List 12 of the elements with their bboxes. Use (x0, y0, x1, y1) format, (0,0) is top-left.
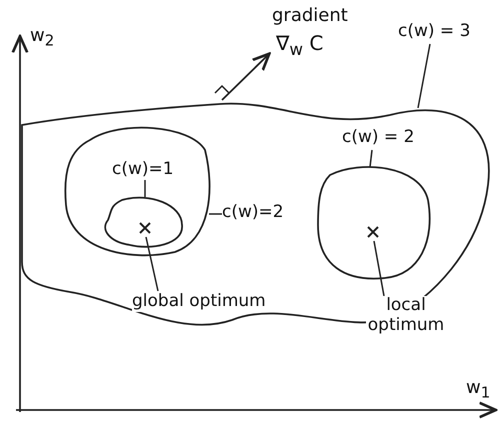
leader-line (209, 213, 222, 215)
optimum-label: global optimum (132, 292, 266, 312)
leader-line (373, 240, 385, 296)
optimum-label: local optimum (366, 296, 446, 336)
axis-label: w$_{1}$ (466, 378, 490, 402)
leader-line (145, 236, 159, 292)
leader-line (417, 44, 431, 108)
leader-line (369, 150, 373, 168)
leader-line (144, 180, 146, 197)
annotation-text: gradient (272, 6, 348, 27)
gradient-symbol: ∇$_{w}$ C (276, 32, 324, 60)
axis-label: w$_{2}$ (30, 26, 54, 50)
